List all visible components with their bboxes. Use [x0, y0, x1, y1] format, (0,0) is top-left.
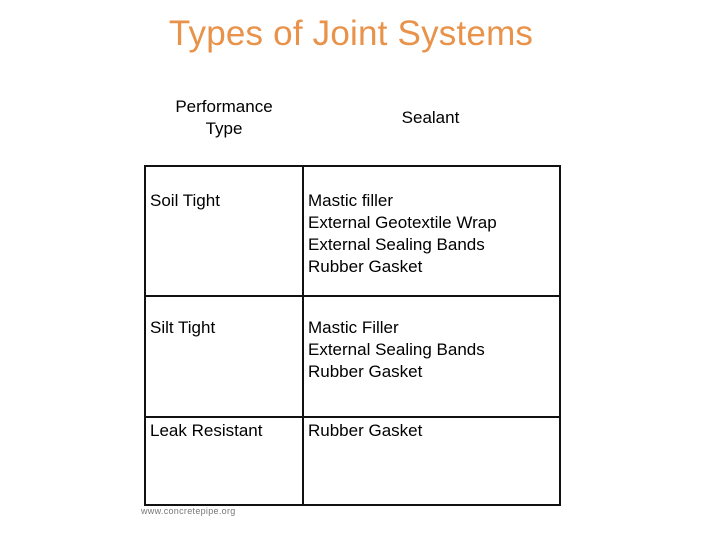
performance-label: Silt Tight: [150, 318, 216, 337]
sealant-item: Mastic Filler: [308, 318, 399, 337]
table-row: Leak Resistant Rubber Gasket: [144, 416, 561, 506]
sealant-item: External Geotextile Wrap: [308, 213, 497, 232]
table-row: Soil Tight Mastic filler External Geotex…: [144, 165, 561, 297]
table-row: Silt Tight Mastic Filler External Sealin…: [144, 295, 561, 418]
header-performance-type: Performance Type: [145, 96, 303, 140]
performance-label: Leak Resistant: [150, 421, 263, 440]
header-sealant: Sealant: [401, 108, 460, 127]
footer-website: www.concretepipe.org: [141, 506, 236, 516]
sealant-item: External Sealing Bands: [308, 235, 485, 254]
sealant-item: Rubber Gasket: [308, 421, 423, 440]
performance-cell: Soil Tight: [144, 165, 304, 297]
joint-systems-table: Soil Tight Mastic filler External Geotex…: [144, 165, 561, 506]
sealant-item: External Sealing Bands: [308, 340, 485, 359]
sealant-cell: Mastic filler External Geotextile Wrap E…: [302, 165, 561, 297]
sealant-item: Mastic filler: [308, 191, 394, 210]
header-performance-line-1: Performance: [175, 97, 273, 116]
slide-title: Types of Joint Systems: [168, 14, 534, 53]
sealant-item: Rubber Gasket: [308, 257, 423, 276]
header-performance-line-2: Type: [205, 119, 243, 138]
sealant-cell: Rubber Gasket: [302, 416, 561, 506]
performance-cell: Leak Resistant: [144, 416, 304, 506]
performance-label: Soil Tight: [150, 191, 220, 210]
sealant-cell: Mastic Filler External Sealing Bands Rub…: [302, 295, 561, 418]
performance-cell: Silt Tight: [144, 295, 304, 418]
sealant-item: Rubber Gasket: [308, 362, 423, 381]
